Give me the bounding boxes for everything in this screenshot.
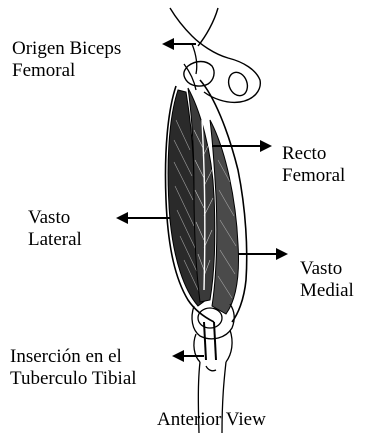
pelvis-outline — [170, 8, 260, 102]
label-line: Femoral — [282, 165, 345, 187]
arrow-vasto-lateral — [116, 212, 170, 224]
label-line: Origen Biceps — [12, 38, 121, 60]
arrow-vasto-medial — [238, 248, 288, 260]
label-line: Vasto — [300, 258, 354, 280]
label-line: Vasto — [28, 207, 82, 229]
label-insercion-tuberculo-tibial: Inserción en el Tuberculo Tibial — [10, 346, 137, 390]
femur-head — [184, 44, 197, 90]
figure-caption: Anterior View — [157, 409, 266, 431]
label-line: Tuberculo Tibial — [10, 368, 137, 390]
label-vasto-lateral: Vasto Lateral — [28, 207, 82, 251]
label-line: Recto — [282, 143, 345, 165]
label-line: Lateral — [28, 229, 82, 251]
label-line: Medial — [300, 280, 354, 302]
label-origen-biceps-femoral: Origen Biceps Femoral — [12, 38, 121, 82]
label-recto-femoral: Recto Femoral — [282, 143, 345, 187]
label-vasto-medial: Vasto Medial — [300, 258, 354, 302]
label-line: Femoral — [12, 60, 121, 82]
label-line: Inserción en el — [10, 346, 137, 368]
arrow-origin — [162, 38, 196, 50]
